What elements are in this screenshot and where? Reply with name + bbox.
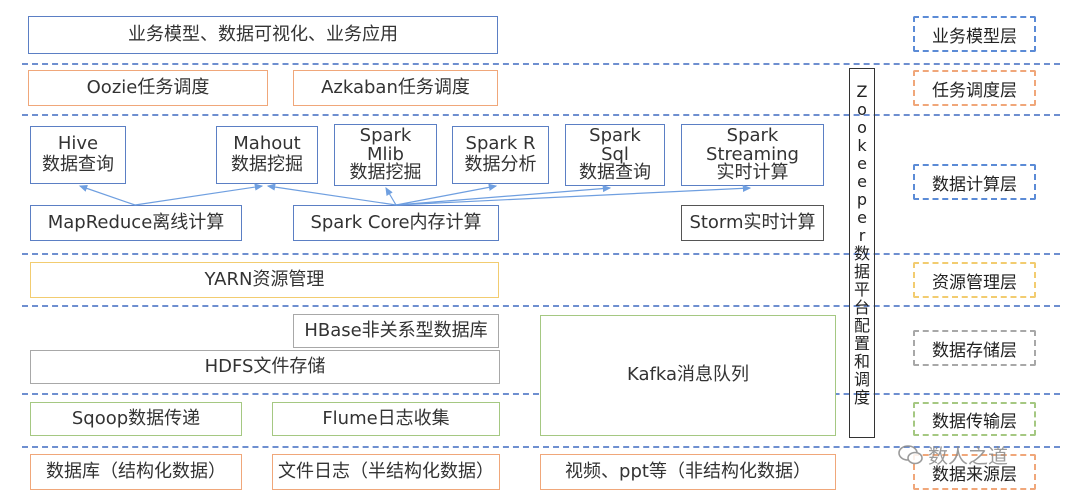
spark-mlib-box: Spark Mlib 数据挖掘 bbox=[334, 124, 437, 186]
zookeeper-char: 调 bbox=[854, 370, 871, 389]
zookeeper-char: p bbox=[856, 190, 868, 209]
zookeeper-char: 台 bbox=[854, 298, 871, 317]
oozie-box: Oozie任务调度 bbox=[28, 70, 268, 106]
zookeeper-char: o bbox=[857, 100, 867, 119]
layer-separator bbox=[22, 305, 1060, 307]
flume-box: Flume日志收集 bbox=[272, 402, 500, 436]
media-source-box: 视频、ppt等（非结构化数据） bbox=[540, 454, 836, 490]
arrow-sparkcore-sparkr bbox=[395, 183, 498, 206]
zookeeper-char: e bbox=[857, 208, 867, 227]
layer-label-resource: 资源管理层 bbox=[913, 262, 1036, 298]
zookeeper-char: 据 bbox=[854, 262, 871, 281]
wechat-icon bbox=[898, 444, 923, 464]
zookeeper-char: e bbox=[857, 154, 867, 173]
watermark: 数人之道 bbox=[898, 440, 1008, 469]
spark-core-box: Spark Core内存计算 bbox=[293, 205, 499, 241]
layer-separator bbox=[22, 253, 1060, 255]
hive-box: Hive 数据查询 bbox=[30, 126, 126, 184]
zookeeper-char: 数 bbox=[854, 244, 871, 263]
layer-label-transfer: 数据传输层 bbox=[913, 402, 1036, 436]
zookeeper-char: 置 bbox=[854, 334, 871, 353]
database-source-box: 数据库（结构化数据） bbox=[30, 454, 242, 490]
hbase-box: HBase非关系型数据库 bbox=[293, 314, 499, 348]
spark-streaming-box: Spark Streaming 实时计算 bbox=[681, 124, 824, 186]
layer-label-source: 数据来源层 bbox=[913, 454, 1036, 490]
layer-label-storage: 数据存储层 bbox=[913, 330, 1036, 366]
arrow-sparkcore-streaming bbox=[395, 184, 752, 206]
arrow-sparkcore-sparksql bbox=[395, 184, 612, 206]
watermark-text: 数人之道 bbox=[928, 444, 1008, 468]
azkaban-box: Azkaban任务调度 bbox=[293, 70, 498, 106]
layer-label-compute: 数据计算层 bbox=[913, 164, 1036, 200]
spark-r-box: Spark R 数据分析 bbox=[452, 126, 549, 184]
layer-label-schedule: 任务调度层 bbox=[913, 70, 1036, 106]
file-log-source-box: 文件日志（半结构化数据） bbox=[272, 454, 500, 490]
layer-label-app: 业务模型层 bbox=[913, 16, 1036, 52]
business-app-box: 业务模型、数据可视化、业务应用 bbox=[28, 16, 498, 54]
zookeeper-char: 和 bbox=[854, 352, 871, 371]
arrow-sparkcore-mlib bbox=[385, 186, 397, 206]
kafka-box: Kafka消息队列 bbox=[540, 315, 836, 436]
zookeeper-char: k bbox=[857, 136, 867, 155]
zookeeper-char: r bbox=[858, 226, 866, 245]
layer-separator bbox=[22, 63, 1060, 65]
zookeeper-char: 度 bbox=[854, 388, 871, 407]
arrow-mapreduce-mahout bbox=[134, 183, 264, 206]
sqoop-box: Sqoop数据传递 bbox=[30, 402, 242, 436]
zookeeper-char: o bbox=[857, 118, 867, 137]
layer-separator bbox=[22, 446, 1060, 448]
spark-sql-box: Spark Sql 数据查询 bbox=[565, 124, 665, 186]
zookeeper-char: 平 bbox=[854, 280, 871, 299]
mahout-box: Mahout 数据挖掘 bbox=[216, 126, 318, 184]
mapreduce-box: MapReduce离线计算 bbox=[30, 205, 242, 241]
yarn-box: YARN资源管理 bbox=[30, 262, 499, 298]
hdfs-box: HDFS文件存储 bbox=[30, 350, 500, 384]
zookeeper-char: 配 bbox=[854, 316, 871, 335]
zookeeper-char: Z bbox=[856, 82, 868, 101]
layer-separator bbox=[22, 114, 1060, 116]
zookeeper-char: e bbox=[857, 172, 867, 191]
storm-box: Storm实时计算 bbox=[681, 205, 824, 241]
arrow-mapreduce-hive bbox=[78, 184, 136, 206]
arrow-sparkcore-mahout bbox=[266, 183, 397, 206]
